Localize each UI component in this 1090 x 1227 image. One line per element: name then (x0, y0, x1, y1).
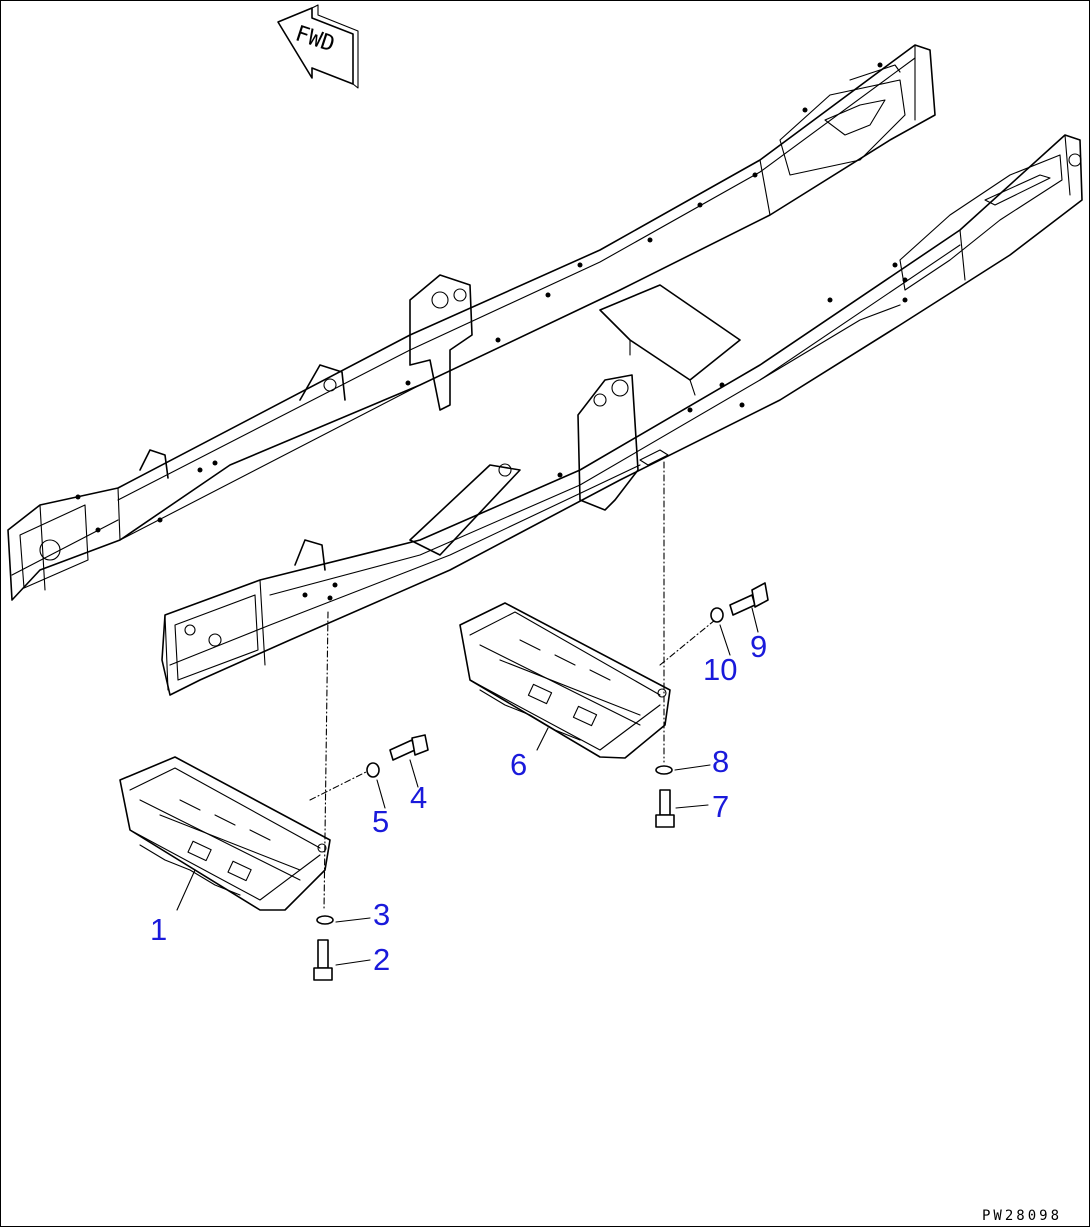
callout-5: 5 (372, 804, 389, 839)
drawing-code: PW28098 (982, 1208, 1062, 1224)
bolt-7-icon (655, 789, 675, 828)
bolt-4-icon (389, 734, 429, 761)
washer-10-icon (710, 607, 724, 623)
callout-8: 8 (712, 744, 729, 779)
callout-4: 4 (410, 780, 427, 815)
callout-3: 3 (373, 897, 390, 932)
left-frame-rail (7, 44, 936, 601)
step-assembly-6 (459, 602, 671, 759)
bolt-2-icon (313, 939, 333, 981)
fwd-label: FWD (292, 21, 338, 57)
callout-1: 1 (150, 912, 167, 947)
callout-10: 10 (703, 652, 737, 687)
callout-7: 7 (712, 789, 729, 824)
bolt-holes (75, 62, 908, 601)
callout-labels: 1 2 3 4 5 6 7 8 9 10 (150, 629, 767, 977)
callout-leaders (176, 607, 759, 966)
callout-2: 2 (373, 942, 390, 977)
cross-member (599, 284, 741, 396)
washer-5-icon (366, 762, 380, 778)
step-assembly-1 (119, 756, 331, 911)
washer-3-icon (316, 915, 334, 925)
washer-8-icon (655, 765, 673, 775)
callout-6: 6 (510, 747, 527, 782)
bolt-9-icon (729, 582, 769, 616)
fwd-arrow-icon: FWD (277, 4, 359, 89)
fasteners (309, 461, 769, 981)
callout-9: 9 (750, 629, 767, 664)
right-frame-rail (161, 134, 1083, 696)
